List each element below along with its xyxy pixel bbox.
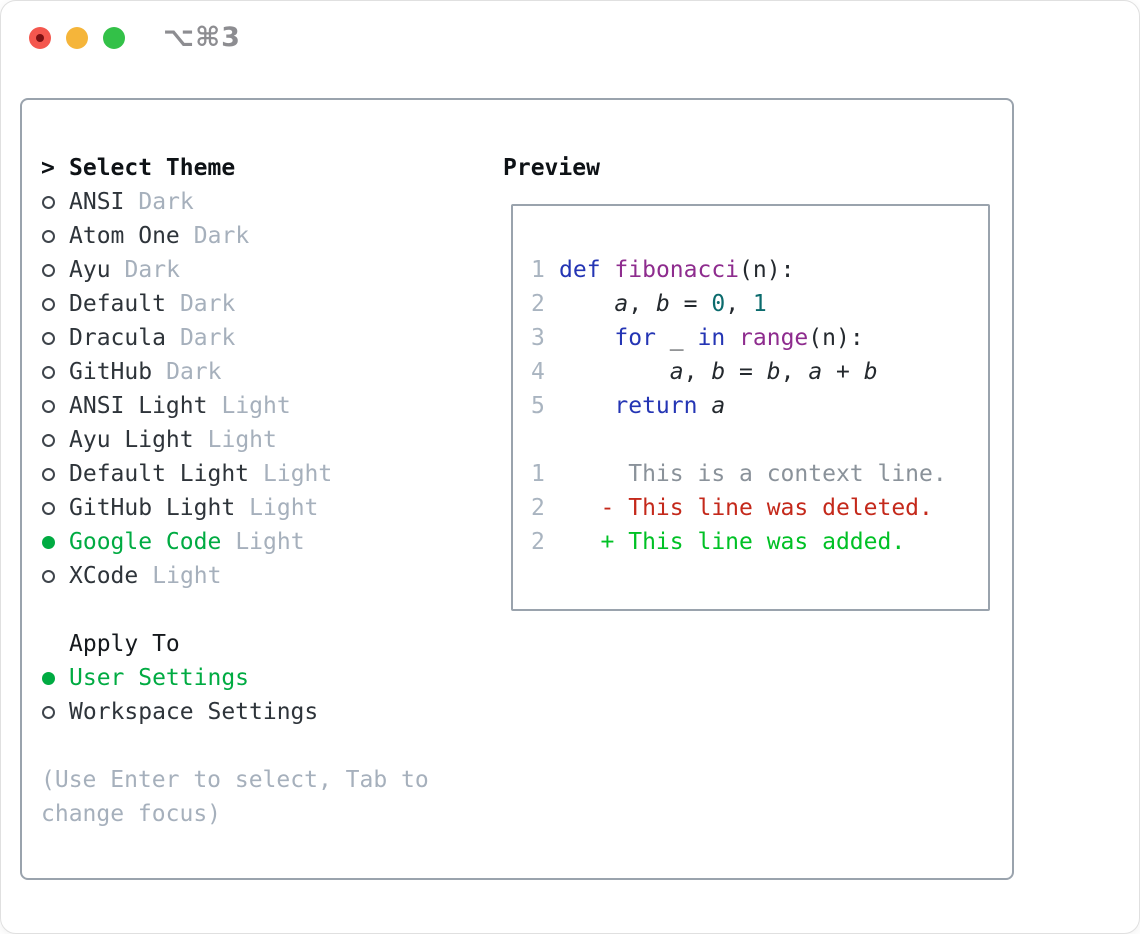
radio-selected-icon [42, 671, 55, 685]
theme-option-label: Dracula [69, 325, 166, 351]
apply-option-label: Workspace Settings [69, 699, 319, 725]
theme-variant-label: Dark [179, 325, 236, 351]
theme-variant-label: Dark [138, 189, 194, 215]
apply-to-title: Apply To [69, 631, 180, 657]
theme-option-ansi-dark[interactable]: ANSI Dark [41, 185, 429, 219]
theme-option-google-code-light[interactable]: Google Code Light [41, 525, 429, 559]
code-line: 5 return a [531, 389, 947, 423]
theme-option-ansi-light-light[interactable]: ANSI Light Light [41, 389, 429, 423]
theme-option-label: Google Code [69, 529, 222, 555]
apply-option-workspace-settings[interactable]: Workspace Settings [41, 695, 429, 729]
line-number: 1 [531, 257, 545, 283]
theme-option-github-dark[interactable]: GitHub Dark [41, 355, 429, 389]
spacer [41, 729, 429, 763]
apply-option-user-settings[interactable]: User Settings [41, 661, 429, 695]
line-number: 2 [531, 529, 545, 555]
spacer [41, 593, 429, 627]
radio-icon [42, 433, 55, 447]
theme-option-label: ANSI [69, 189, 125, 215]
radio-icon [42, 399, 55, 413]
theme-option-label: ANSI Light [69, 393, 208, 419]
diff-deleted-line: 2 - This line was deleted. [531, 491, 947, 525]
blank-line [531, 423, 947, 457]
radio-icon [42, 569, 55, 583]
apply-option-label: User Settings [69, 665, 250, 691]
code-line: 3 for _ in range(n): [531, 321, 947, 355]
radio-icon [42, 365, 55, 379]
theme-variant-label: Dark [166, 359, 222, 385]
theme-option-atom-one-dark[interactable]: Atom One Dark [41, 219, 429, 253]
theme-option-label: Default Light [69, 461, 250, 487]
theme-option-ayu-light-light[interactable]: Ayu Light Light [41, 423, 429, 457]
radio-icon [42, 297, 55, 311]
theme-variant-label: Light [263, 461, 333, 487]
theme-option-default-dark[interactable]: Default Dark [41, 287, 429, 321]
line-number: 5 [531, 393, 545, 419]
theme-variant-label: Light [152, 563, 222, 589]
theme-option-label: XCode [69, 563, 139, 589]
radio-icon [42, 705, 55, 719]
radio-icon [42, 501, 55, 515]
theme-option-label: GitHub Light [69, 495, 236, 521]
radio-icon [42, 263, 55, 277]
theme-variant-label: Light [207, 427, 277, 453]
close-button[interactable] [29, 27, 51, 49]
diff-context-line: 1 This is a context line. [531, 457, 947, 491]
help-text-line-1: (Use Enter to select, Tab to [41, 767, 429, 793]
theme-option-ayu-dark[interactable]: Ayu Dark [41, 253, 429, 287]
diff-added-line: 2 + This line was added. [531, 525, 947, 559]
theme-option-label: Ayu Light [69, 427, 194, 453]
titlebar: ⌥⌘3 [1, 1, 1139, 76]
theme-variant-label: Light [249, 495, 319, 521]
theme-option-default-light-light[interactable]: Default Light Light [41, 457, 429, 491]
theme-variant-label: Dark [193, 223, 250, 249]
theme-option-github-light-light[interactable]: GitHub Light Light [41, 491, 429, 525]
line-number: 4 [531, 359, 545, 385]
radio-icon [42, 467, 55, 481]
recording-dot-icon [36, 34, 44, 42]
radio-icon [42, 195, 55, 209]
help-text-line-2: change focus) [41, 801, 222, 827]
zoom-button[interactable] [103, 27, 125, 49]
line-number: 2 [531, 291, 545, 317]
radio-selected-icon [42, 535, 55, 549]
apply-to-header: Apply To [41, 627, 429, 661]
theme-variant-label: Dark [124, 257, 180, 283]
theme-variant-label: Dark [179, 291, 236, 317]
theme-variant-label: Light [235, 529, 305, 555]
line-number: 1 [531, 461, 545, 487]
theme-menu-title: Select Theme [69, 155, 236, 181]
minimize-button[interactable] [66, 27, 88, 49]
theme-option-label: GitHub [69, 359, 153, 385]
code-line: 4 a, b = b, a + b [531, 355, 947, 389]
keyboard-shortcut-label: ⌥⌘3 [163, 22, 241, 53]
line-number: 2 [531, 495, 545, 521]
theme-option-xcode-light[interactable]: XCode Light [41, 559, 429, 593]
radio-icon [42, 229, 55, 243]
line-number: 3 [531, 325, 545, 351]
code-line: 2 a, b = 0, 1 [531, 287, 947, 321]
theme-option-label: Atom One [69, 223, 180, 249]
theme-option-label: Default [69, 291, 166, 317]
preview-title: Preview [503, 155, 600, 181]
theme-variant-label: Light [221, 393, 291, 419]
prompt-icon: > [41, 155, 55, 181]
theme-option-label: Ayu [69, 257, 111, 283]
theme-option-dracula-dark[interactable]: Dracula Dark [41, 321, 429, 355]
radio-icon [42, 331, 55, 345]
theme-menu-header: > Select Theme [41, 151, 429, 185]
